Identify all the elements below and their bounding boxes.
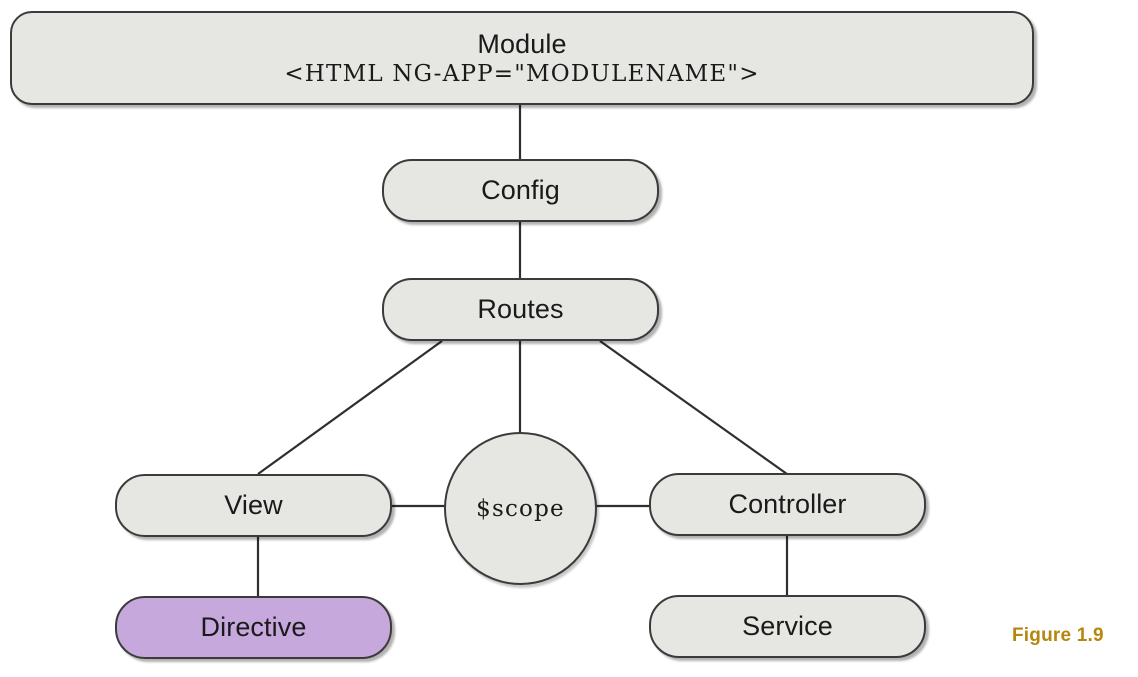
node-module-title: Module: [477, 29, 567, 60]
node-routes-title: Routes: [477, 293, 564, 324]
node-directive-title: Directive: [200, 611, 307, 642]
node-service-title: Service: [742, 610, 833, 641]
edge-routes-view: [257, 340, 443, 475]
node-scope-title: $scope: [476, 495, 565, 522]
node-config-title: Config: [481, 174, 560, 205]
node-config[interactable]: Config: [382, 159, 659, 222]
node-routes[interactable]: Routes: [382, 278, 659, 341]
node-controller-title: Controller: [728, 488, 847, 519]
node-module[interactable]: Module <HTML NG-APP="MODULENAME">: [10, 11, 1034, 105]
node-controller[interactable]: Controller: [649, 473, 926, 536]
node-scope[interactable]: $scope: [444, 432, 597, 585]
figure-caption: Figure 1.9: [1012, 625, 1104, 646]
node-view-title: View: [224, 489, 283, 520]
edge-routes-controller: [599, 340, 788, 475]
node-directive[interactable]: Directive: [115, 596, 392, 659]
node-view[interactable]: View: [115, 474, 392, 537]
node-module-subtitle: <HTML NG-APP="MODULENAME">: [284, 60, 760, 87]
node-service[interactable]: Service: [649, 595, 926, 658]
